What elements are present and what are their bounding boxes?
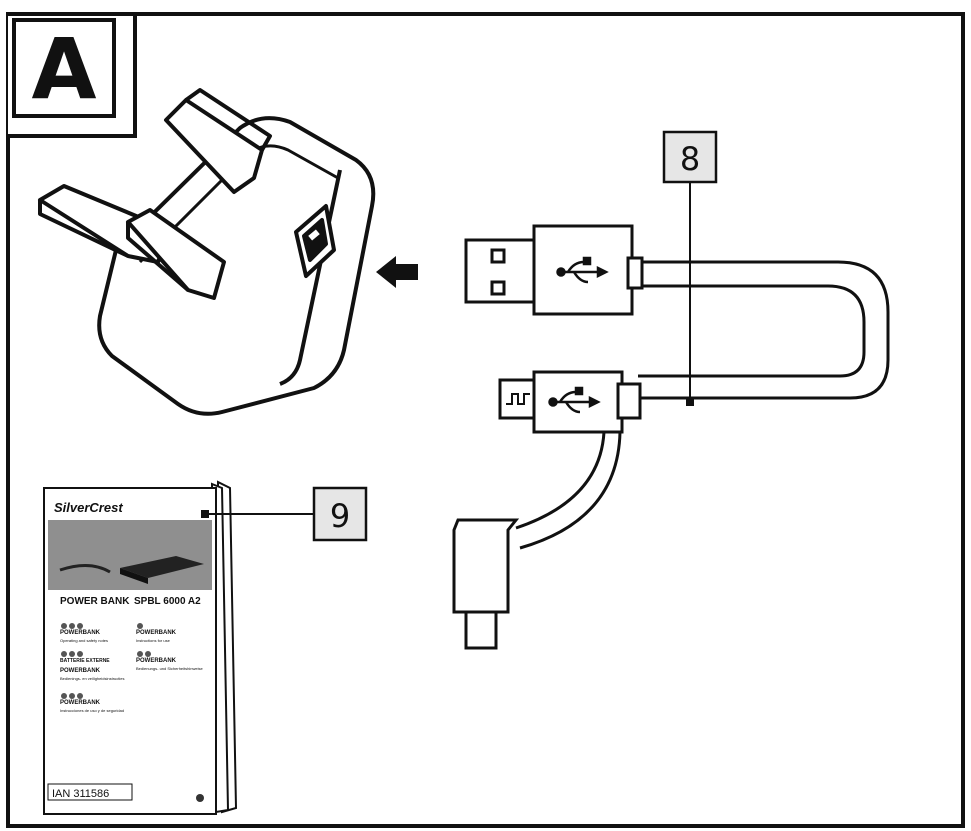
manual-section: POWERBANK Bedienings- en veiligheidsinst… [60,668,124,681]
callout-label: 8 [680,140,700,178]
usb-symbol-icon [548,386,601,414]
manual-section: POWERBANK Bedienungs- und Sicherheitshin… [136,658,203,671]
manual-section: BATTERIE EXTERNE [60,658,110,664]
panel-letter: A [31,20,96,118]
insert-arrow-icon [376,256,418,288]
manual-section-heading: POWERBANK [60,630,101,636]
manual-photo [48,520,212,590]
manual-section-body: Operating and safety notes [60,638,108,643]
plug-adapter [38,88,376,416]
manual-section: POWERBANK Operating and safety notes [60,630,108,643]
manual-title-right: SPBL 6000 A2 [134,596,201,607]
manual-section-heading: POWERBANK [136,658,177,664]
callout-9: 9 [201,486,368,542]
callout-label: 9 [330,497,350,535]
usb-cable [452,224,890,650]
manual-ian-box [47,783,133,801]
manual-section-body: Bedienings- en veiligheidsinstructies [60,676,124,681]
manual-brand: SilverCrest [54,500,123,515]
manual-section: POWERBANK Instrucciones de uso y de segu… [60,700,124,713]
power-bank-picture [59,556,204,584]
manual-title-left: POWER BANK [60,596,130,607]
manual-ian: IAN 311586 [52,788,109,800]
manual-section-heading: POWERBANK [60,700,101,706]
manual-section-heading: BATTERIE EXTERNE [60,658,110,664]
usb-symbol-icon [556,256,609,284]
manual-section-heading: POWERBANK [136,630,177,636]
flag-icons [61,623,151,699]
manual-section-body: Instrucciones de uso y de seguridad [60,708,124,713]
panel-letter-box: A [8,12,137,138]
callout-8: 8 [662,130,718,406]
manual-section-body: Bedienungs- und Sicherheitshinweise [136,666,203,671]
manual-section: POWERBANK Instructions for use [136,630,177,643]
manual-section-heading: POWERBANK [60,668,101,674]
manual-section-body: Instructions for use [136,638,171,643]
manual-logo-icon [196,794,204,802]
